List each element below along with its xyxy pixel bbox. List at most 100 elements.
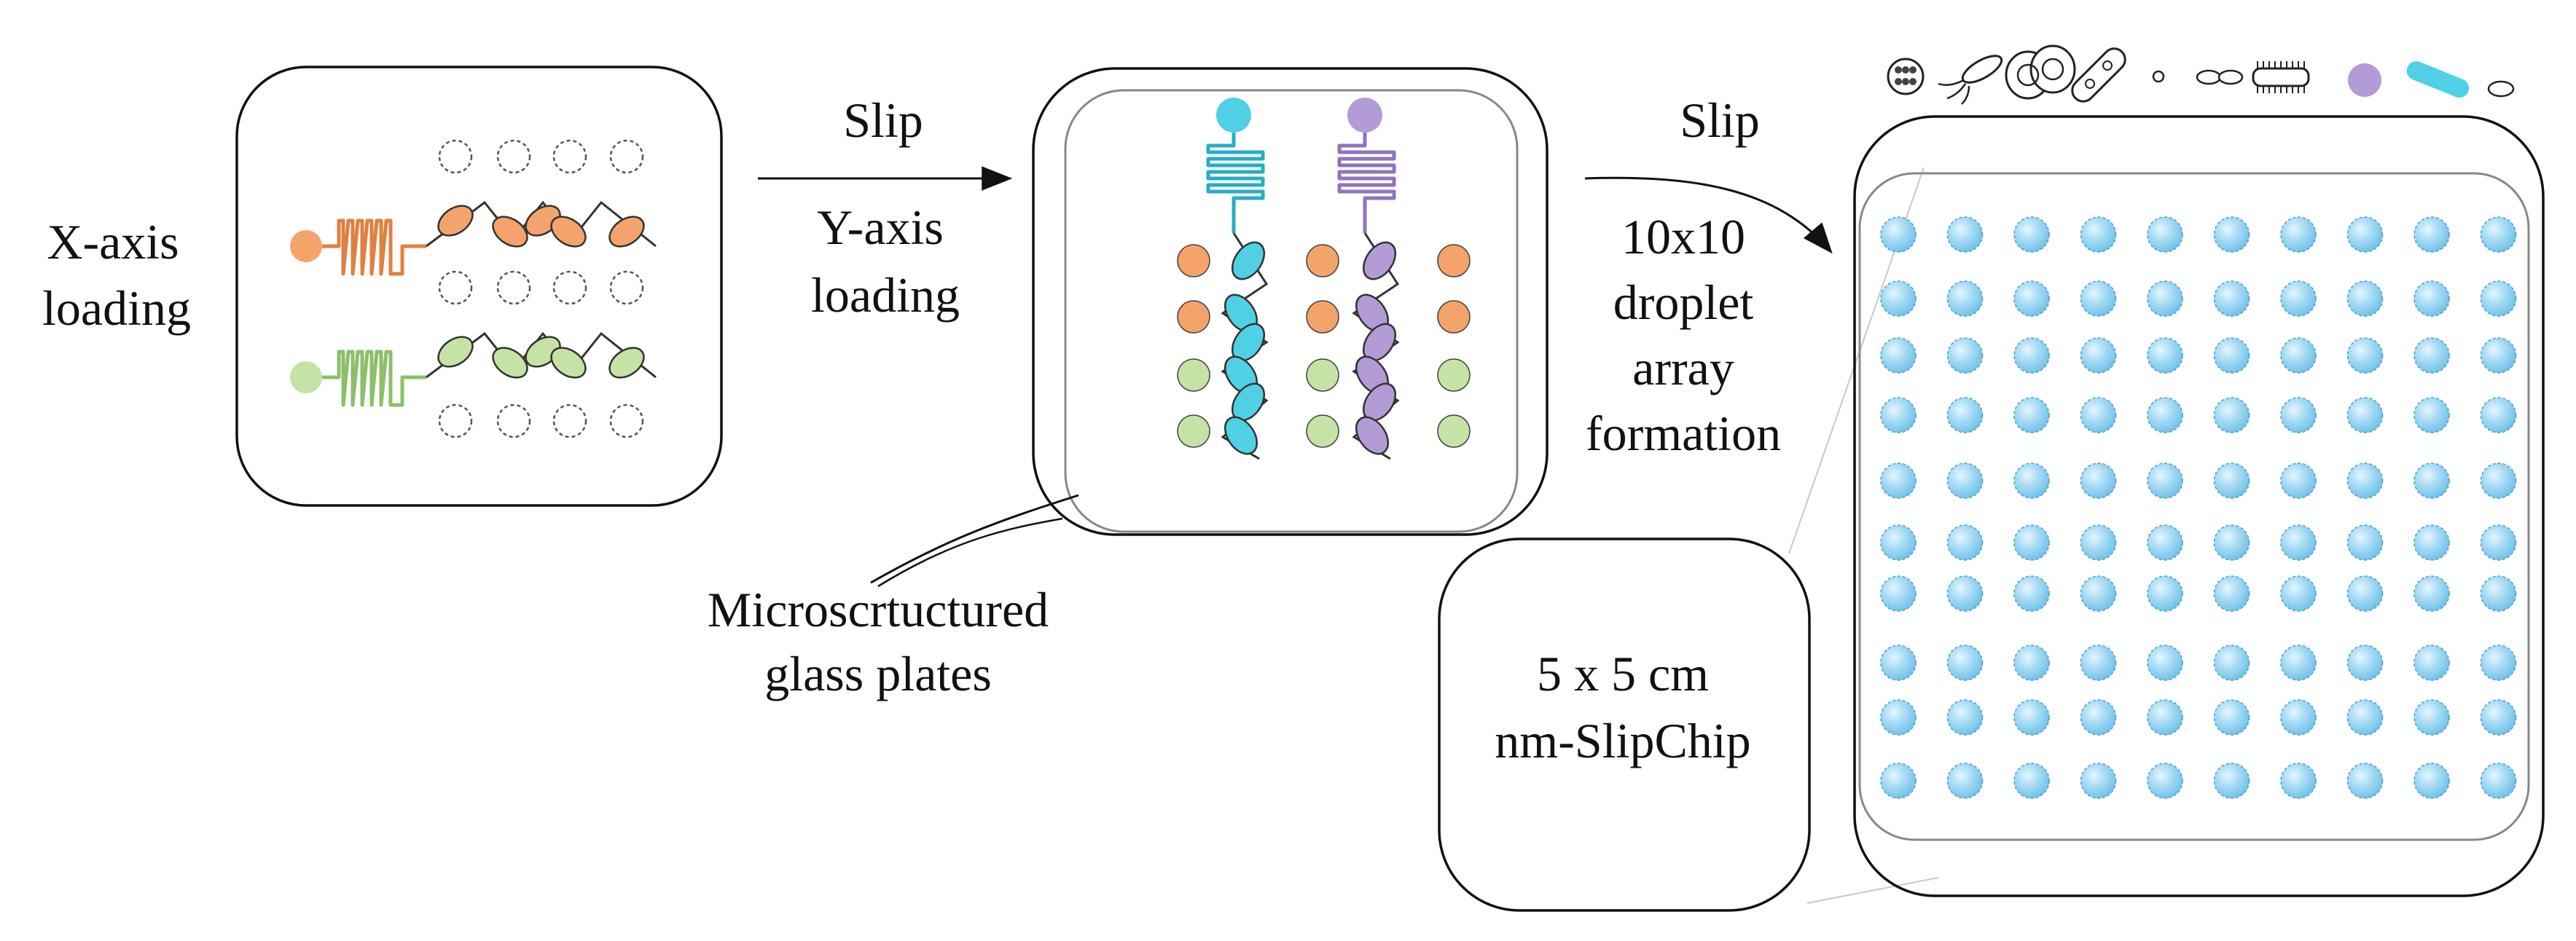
side-well (1437, 244, 1471, 277)
y-axis-label-line2: loading (811, 267, 960, 323)
x-axis-label-line1: X-axis (47, 214, 179, 269)
droplet (2013, 280, 2050, 317)
droplet (2147, 645, 2183, 681)
formation-label-line2: droplet (1613, 275, 1754, 330)
cell-right (2029, 44, 2076, 94)
droplet (2147, 524, 2183, 561)
loaded-bulb (1362, 241, 1397, 280)
small-oval-icon (2487, 80, 2515, 98)
droplet (2213, 216, 2250, 253)
top-glass-plate (1032, 67, 1549, 536)
loaded-bulb (437, 205, 474, 237)
panel-droplet-array (1788, 44, 2545, 904)
empty-well (438, 403, 473, 438)
side-well (1177, 300, 1210, 334)
droplet (1946, 763, 1984, 799)
droplet (2413, 699, 2450, 736)
droplet (2147, 397, 2183, 433)
side-well (1306, 414, 1339, 448)
droplet (2013, 699, 2050, 736)
inlet-dot (1347, 98, 1382, 133)
formation-label-line1: 10x10 (1621, 209, 1745, 264)
empty-well (552, 270, 587, 305)
droplet (2280, 763, 2317, 799)
droplet (2480, 524, 2517, 561)
droplet (2346, 645, 2384, 681)
orange-channel (290, 200, 657, 276)
cyan-rod-icon (2406, 61, 2470, 98)
empty-well (496, 139, 531, 174)
droplet (1946, 397, 1984, 433)
droplet (1880, 699, 1917, 736)
droplet (2346, 763, 2384, 799)
droplet (2346, 575, 2384, 612)
small-dot (2152, 70, 2165, 83)
loaded-bulb (492, 216, 528, 248)
serpentine-channel (322, 350, 426, 407)
droplet (2480, 216, 2517, 253)
virus-capsomere (1902, 78, 1909, 85)
side-well (1177, 358, 1210, 392)
droplet (2413, 337, 2450, 374)
droplet (2480, 462, 2517, 499)
inlet-dot (290, 361, 322, 393)
loaded-bulb (550, 216, 587, 248)
bottom-glass-plate (1064, 89, 1519, 533)
organism-icons-row (1887, 44, 2515, 105)
nucleus-left (2016, 63, 2040, 87)
droplet (2147, 462, 2183, 499)
coccus-left (2196, 69, 2222, 85)
droplet (2413, 763, 2450, 799)
glass-plates-pointer (870, 494, 1079, 584)
droplet (2280, 699, 2317, 736)
droplet (1946, 462, 1984, 499)
loaded-bulb (437, 336, 474, 368)
empty-well (438, 139, 473, 174)
droplet (2280, 397, 2317, 433)
empty-well (552, 139, 587, 174)
virus-body (1887, 58, 1925, 95)
chip-outline-1 (235, 66, 723, 507)
loaded-bulb (492, 347, 528, 379)
loaded-bulb (1355, 416, 1390, 455)
glass-plates-label-line1: Microscrtuctured (708, 582, 1049, 637)
droplet (2413, 462, 2450, 499)
droplet (2013, 337, 2050, 374)
droplet (2147, 763, 2183, 799)
droplet (2080, 216, 2117, 253)
loaded-bulb (1224, 416, 1258, 455)
small-oval (2487, 80, 2515, 98)
droplet (2346, 699, 2384, 736)
purple-sphere-icon (2348, 63, 2381, 97)
side-well (1177, 414, 1210, 448)
droplet (2480, 645, 2517, 681)
empty-well (609, 403, 644, 438)
droplet (1946, 280, 1984, 317)
green-channel (290, 331, 657, 407)
droplet (2080, 462, 2117, 499)
droplet (1880, 575, 1917, 612)
droplet (2346, 462, 2384, 499)
droplet (2413, 524, 2450, 561)
droplet (2280, 645, 2317, 681)
droplet (2480, 699, 2517, 736)
droplet (2213, 699, 2250, 736)
zoom-guide-bottom (1806, 877, 1939, 904)
rod-spot (2102, 60, 2113, 71)
droplet (2480, 397, 2517, 433)
droplet (2013, 645, 2050, 681)
rod-bacterium-icon (2071, 47, 2126, 103)
side-well (1306, 244, 1339, 277)
slip-label-1: Slip (843, 92, 923, 148)
side-well (1437, 358, 1471, 392)
formation-label-line4: formation (1586, 406, 1781, 461)
serpentine-channel (1337, 133, 1396, 233)
serpentine-channel (322, 218, 426, 276)
side-well (1177, 244, 1210, 277)
nucleus-right (2041, 58, 2064, 81)
droplet (2213, 280, 2250, 317)
droplet (2280, 524, 2317, 561)
droplet (2147, 337, 2183, 374)
loaded-bulb (550, 347, 587, 379)
droplet (2013, 462, 2050, 499)
